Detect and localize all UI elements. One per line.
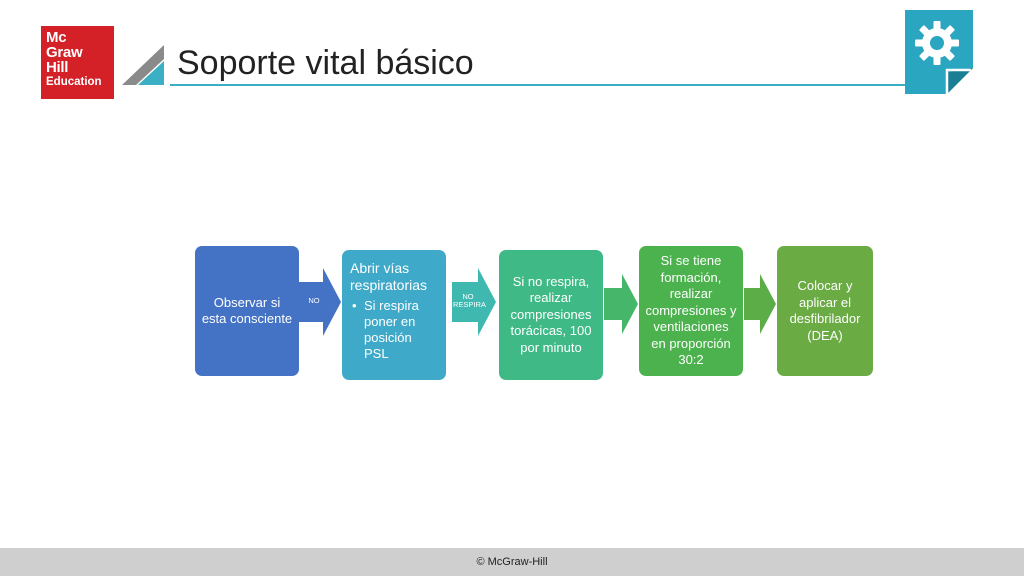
- flow-step-compressions: Si no respira, realizar compresiones tor…: [499, 250, 603, 380]
- flow-arrow: [299, 268, 341, 336]
- slide-title: Soporte vital básico: [177, 44, 474, 82]
- mcgraw-hill-education-logo: Mc Graw Hill Education: [41, 26, 114, 99]
- title-underline: [170, 84, 905, 86]
- flow-step-text: Colocar y aplicar el desfibrilador (DEA): [789, 278, 861, 343]
- flow-step-bullets: Si respira poner en posición PSL: [350, 298, 438, 362]
- flow-step-defibrillator: Colocar y aplicar el desfibrilador (DEA): [777, 246, 873, 376]
- copyright-text: © McGraw-Hill: [476, 556, 548, 568]
- title-corner-decoration: [122, 45, 164, 85]
- logo-line: Hill: [46, 59, 69, 76]
- flow-arrow: [744, 274, 776, 334]
- flow-arrow: [604, 274, 638, 334]
- flow-step-heading: Abrir vías respiratorias: [350, 260, 428, 293]
- flow-step-bullet: Si respira poner en posición PSL: [352, 298, 438, 362]
- logo-line: Mc: [46, 29, 67, 46]
- logo-line: Graw: [46, 44, 83, 61]
- flow-step-observe: Observar si esta consciente: [195, 246, 299, 376]
- flow-step-text: Observar si esta consciente: [201, 294, 293, 327]
- flow-arrow-label-line: NO: [462, 292, 474, 301]
- flow-step-airway: Abrir vías respiratorias Si respira pone…: [342, 250, 446, 380]
- flow-arrow-label: NO RESPIRA: [453, 292, 486, 309]
- flow-step-text: Si se tiene formación, realizar compresi…: [645, 253, 737, 368]
- logo-line: Education: [46, 76, 102, 88]
- flow-arrow: [452, 268, 496, 336]
- footer-bar: © McGraw-Hill: [0, 548, 1024, 576]
- gear-icon: [905, 10, 973, 94]
- flow-arrow-label-line: RESPIRA: [453, 300, 486, 309]
- flow-step-text: Si no respira, realizar compresiones tor…: [510, 273, 592, 355]
- flow-step-ventilations: Si se tiene formación, realizar compresi…: [639, 246, 743, 376]
- flow-arrow-label: NO: [308, 296, 320, 305]
